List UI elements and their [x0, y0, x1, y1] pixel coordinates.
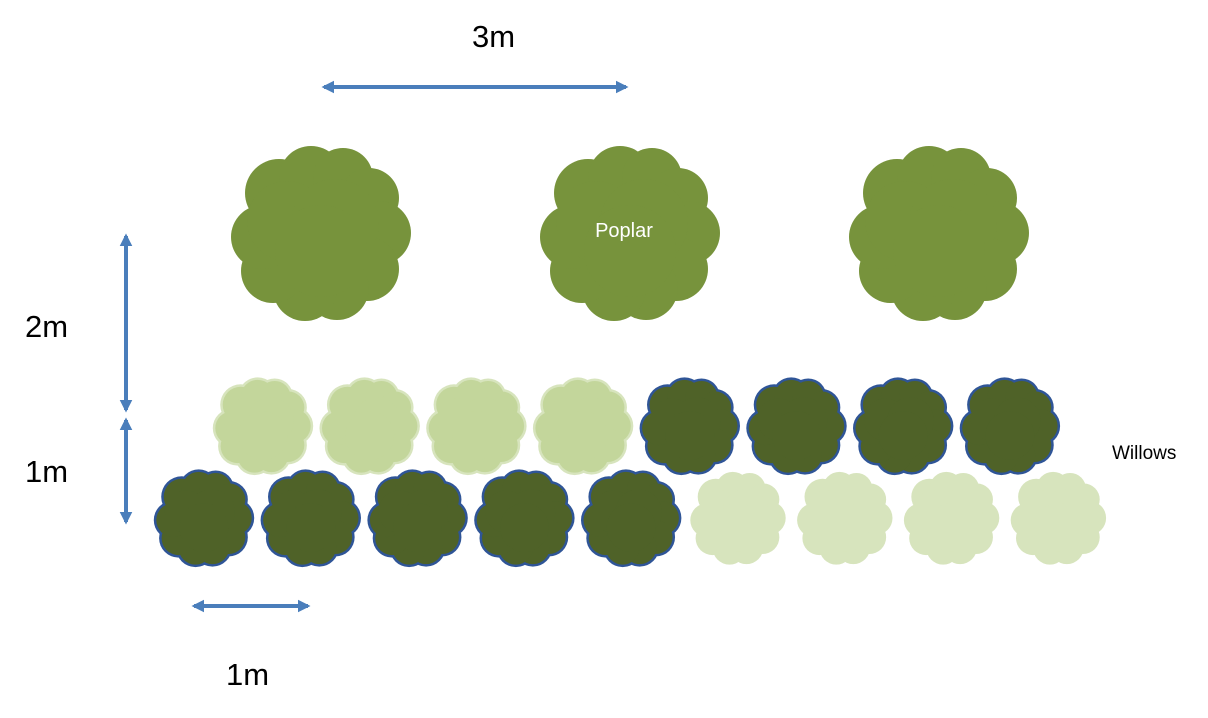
willow-shrub-light-icon [903, 471, 1000, 565]
poplar-tree-icon [849, 146, 1029, 321]
willow-row-upper [212, 377, 1061, 476]
willow-shrub-light-icon [319, 377, 420, 476]
poplar-tree-icon [540, 146, 720, 321]
willow-shrub-light-icon [426, 377, 527, 476]
willows-label: Willows [1112, 443, 1176, 464]
willow-shrub-dark-icon [581, 469, 682, 568]
willow-shrub-light-icon [1010, 471, 1107, 565]
willow-shrub-light-icon [532, 377, 634, 476]
willow-shrub-light-icon [690, 471, 786, 565]
willow-shrub-dark-icon [639, 377, 740, 476]
poplar-row [231, 146, 1029, 321]
willow-shrub-dark-icon [367, 469, 468, 568]
willow-shrub-dark-icon [746, 377, 847, 476]
willow-shrub-light-icon [212, 377, 314, 476]
poplar-tree-icon [231, 146, 411, 321]
willow-shrub-dark-icon [853, 377, 954, 476]
willow-shrub-light-icon [797, 471, 893, 565]
spacing-label-poplar: 3m [472, 19, 515, 54]
willow-spacing-label: 1m [226, 657, 269, 692]
row-gap-label: 2m [25, 309, 68, 344]
willow-row-gap-label: 1m [25, 454, 68, 489]
willow-shrub-dark-icon [260, 469, 361, 568]
willow-shrub-dark-icon [474, 469, 575, 568]
willow-row-lower [153, 469, 1107, 568]
willow-shrub-dark-icon [153, 469, 255, 568]
willow-shrub-dark-icon [959, 377, 1061, 476]
poplar-label: Poplar [595, 220, 653, 242]
